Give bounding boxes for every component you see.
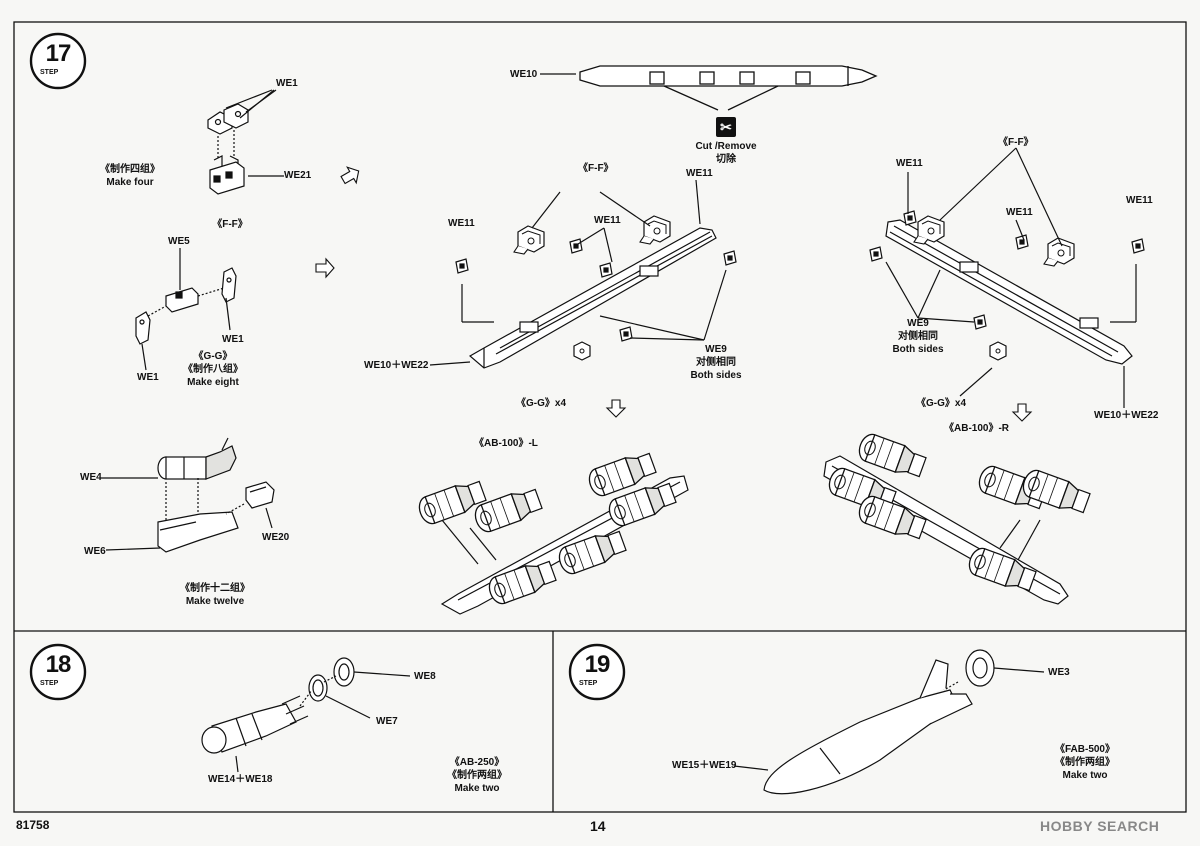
- part-label-we6: WE6: [84, 546, 106, 557]
- cut-remove-note: Cut /Remove 切除: [684, 140, 768, 166]
- caption-cn: 《制作两组》: [447, 770, 507, 781]
- part-label-we8: WE8: [414, 671, 436, 682]
- caption-make-four: 《制作四组》 Make four: [88, 163, 172, 189]
- part-label-gg: 《G-G》x4: [916, 398, 967, 409]
- caption-en: Make two: [1062, 770, 1108, 781]
- panel-frames: [13, 21, 1187, 813]
- part-label-we14-we18: WE14＋WE18: [208, 774, 273, 785]
- fab500-bomb-exploded: [733, 649, 1045, 795]
- caption-cn: 《制作四组》: [100, 164, 160, 175]
- caption-en: Make twelve: [185, 596, 245, 607]
- small-bomb-exploded: [100, 437, 275, 553]
- step-number: 19: [584, 651, 611, 678]
- caption-cn: 《制作两组》: [1055, 757, 1115, 768]
- part-label-we15-we19: WE15＋WE19: [672, 760, 737, 771]
- caption-cn: 《制作八组》: [183, 364, 243, 375]
- caption-title: 《G-G》: [193, 351, 233, 362]
- cut-remove-icon: ✂: [716, 117, 736, 137]
- part-label-we11: WE11: [686, 168, 713, 179]
- step-18-badge: 18 STEP: [32, 646, 84, 698]
- part-label-we4: WE4: [80, 472, 102, 483]
- part-label-we5: WE5: [168, 236, 190, 247]
- part-label-we10: WE10: [510, 69, 538, 80]
- part-label-we9: WE9: [705, 344, 727, 355]
- caption-en: Both sides: [690, 370, 742, 381]
- product-code: 81758: [16, 818, 50, 832]
- caption-title: 《FAB-500》: [1054, 744, 1115, 755]
- step-word: STEP: [40, 69, 59, 76]
- gg-parts-exploded: [135, 248, 237, 371]
- step-word: STEP: [579, 680, 598, 687]
- caption-make-eight: 《G-G》 《制作八组》 Make eight: [168, 350, 258, 389]
- part-label-we7: WE7: [376, 716, 398, 727]
- ab100-left-assembly: [415, 449, 689, 615]
- part-label-ff: 《F-F》: [998, 137, 1034, 148]
- part-label-we10-we22: WE10＋WE22: [364, 360, 429, 371]
- step-19-badge: 19 STEP: [571, 646, 623, 698]
- part-label-ff: 《F-F》: [578, 163, 614, 174]
- caption-cn: 对侧相同: [696, 357, 736, 368]
- caption-en: Make four: [106, 177, 154, 188]
- step-17-badge-shape: [29, 32, 626, 701]
- caption-ab100-left: 《AB-100》-L: [474, 438, 538, 449]
- part-label-we1: WE1: [276, 78, 298, 89]
- step-number: 18: [45, 651, 72, 678]
- page-number: 14: [590, 818, 606, 834]
- part-label-we1: WE1: [222, 334, 244, 345]
- caption-fab500: 《FAB-500》 《制作两组》 Make two: [1042, 743, 1128, 782]
- caption-en: Make eight: [187, 377, 239, 388]
- part-label-we11: WE11: [594, 215, 621, 226]
- ff-bracket-exploded: [207, 89, 284, 195]
- part-label-we10-we22: WE10＋WE22: [1094, 410, 1159, 421]
- rail-assembly-left: [429, 179, 737, 369]
- step-number: 17: [45, 40, 72, 67]
- caption-cn: 《制作十二组》: [180, 583, 250, 594]
- rail-assembly-right: [869, 147, 1145, 408]
- caption-cn: 对侧相同: [898, 331, 938, 342]
- caption-title: 《AB-250》: [449, 757, 505, 768]
- part-label-we9: WE9: [907, 318, 929, 329]
- caption-make-twelve: 《制作十二组》 Make twelve: [160, 582, 270, 608]
- cut-en: Cut /Remove: [695, 141, 757, 152]
- caption-ab250: 《AB-250》 《制作两组》 Make two: [434, 756, 520, 795]
- part-label-we11: WE11: [896, 158, 923, 169]
- caption-en: Make two: [454, 783, 500, 794]
- part-label-we1: WE1: [137, 372, 159, 383]
- label-we9-both-sides: WE9 对侧相同 Both sides: [886, 317, 950, 356]
- part-label-we11: WE11: [1126, 195, 1153, 206]
- part-label-we20: WE20: [262, 532, 290, 543]
- part-label-we11: WE11: [448, 218, 475, 229]
- part-label-we11: WE11: [1006, 207, 1033, 218]
- part-label-we3: WE3: [1048, 667, 1070, 678]
- part-label-gg: 《G-G》x4: [516, 398, 567, 409]
- cut-cn: 切除: [716, 154, 736, 165]
- ab250-bomb-exploded: [201, 657, 411, 773]
- caption-en: Both sides: [892, 344, 944, 355]
- step-17-badge: 17 STEP: [32, 35, 84, 87]
- part-label-we21: WE21: [284, 170, 312, 181]
- watermark: HOBBY SEARCH: [1040, 818, 1160, 834]
- ab100-right-assembly: [823, 430, 1093, 605]
- label-we9-both-sides: WE9 对侧相同 Both sides: [684, 343, 748, 382]
- we10-rail: [540, 65, 878, 111]
- caption-ab100-right: 《AB-100》-R: [944, 423, 1010, 434]
- step-word: STEP: [40, 680, 59, 687]
- caption-ff-title: 《F-F》: [212, 219, 248, 230]
